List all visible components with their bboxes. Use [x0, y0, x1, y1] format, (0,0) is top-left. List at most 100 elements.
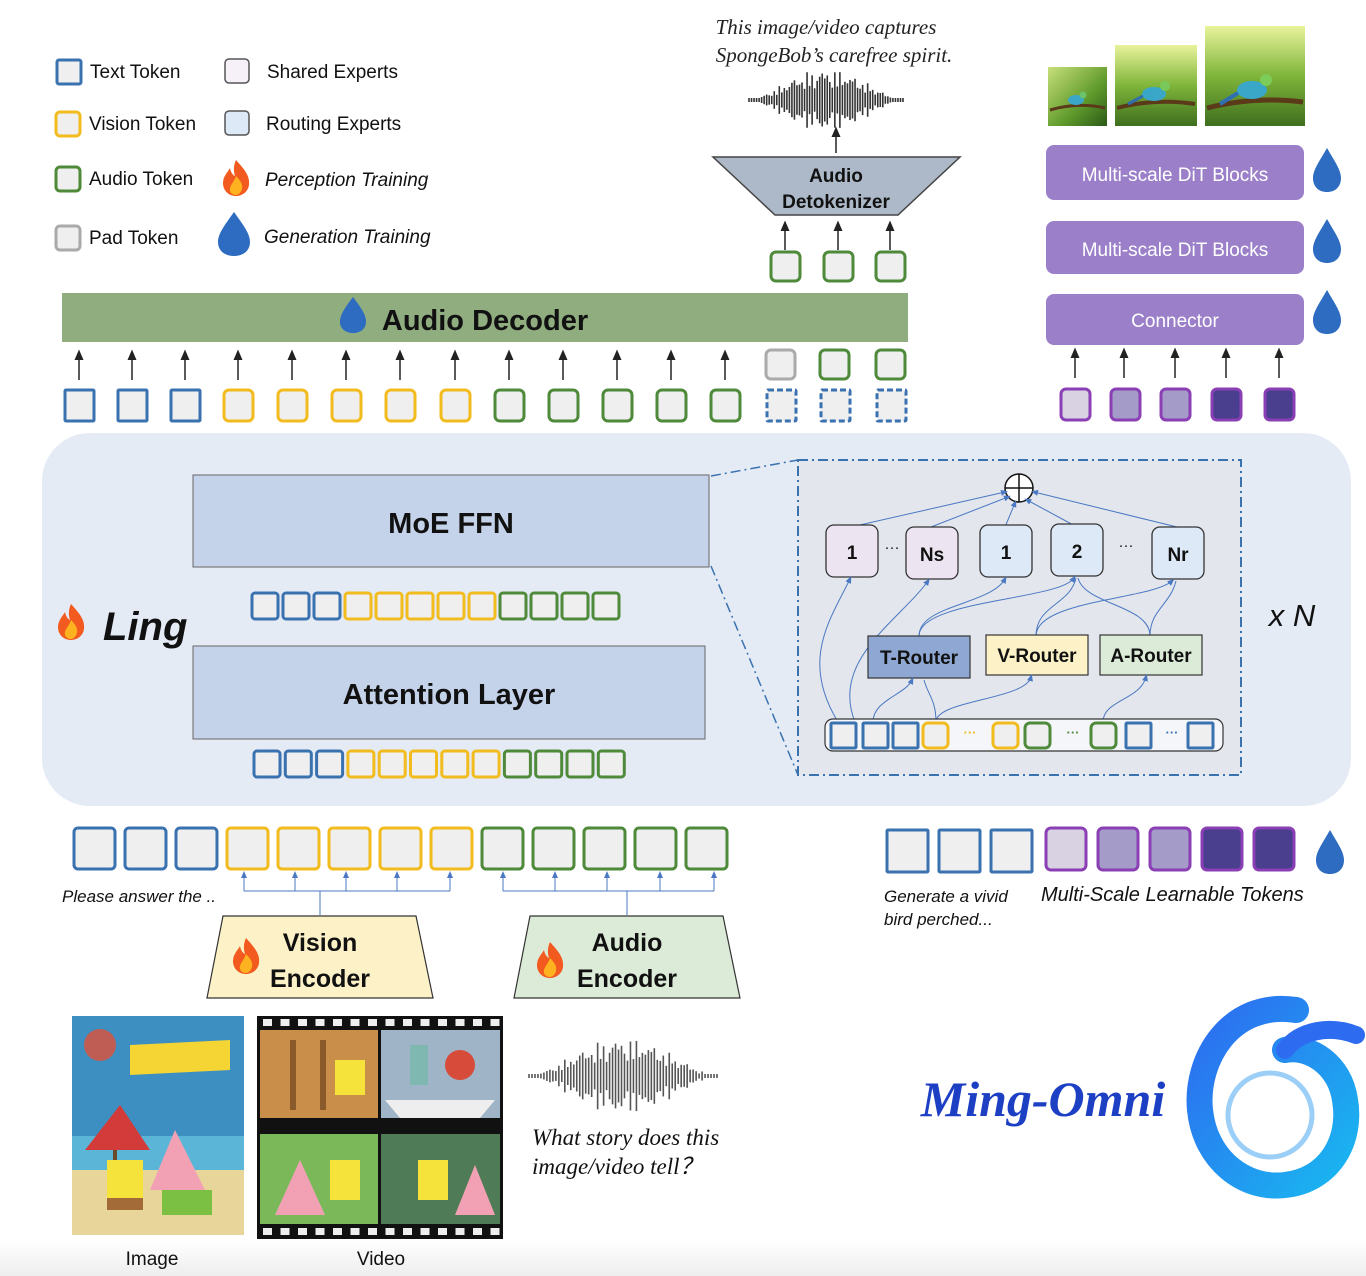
text-token: [63, 388, 96, 423]
text-token: [169, 388, 202, 423]
audio-output-branch: This image/video captures SpongeBob’s ca…: [711, 15, 962, 283]
legend-generation-training-label: Generation Training: [264, 227, 431, 248]
question-line2: image/video tell？: [532, 1154, 703, 1179]
expert-to-sum-arrows: [850, 489, 1178, 528]
audio-token: [560, 591, 590, 621]
audio-token: [822, 250, 855, 283]
generation-prompt-line1: Generate a vivid: [884, 887, 1008, 906]
audio-output-caption-line2: SpongeBob’s carefree spirit.: [716, 43, 953, 67]
vision-token: [384, 388, 417, 423]
audio-token: [769, 250, 802, 283]
text-prompt-label: Please answer the ..: [62, 887, 216, 906]
dit-block-top: [1046, 145, 1304, 200]
routing-expert-2-label: 2: [1072, 542, 1083, 563]
vision-token: [346, 749, 376, 779]
learnable-token: [1159, 387, 1192, 422]
connector-input-arrows: [1070, 347, 1284, 378]
repeat-n-label: x N: [1267, 598, 1316, 633]
vision-token: [276, 388, 309, 423]
shared-expert-ellipsis: ···: [885, 539, 900, 556]
question-line1: What story does this: [532, 1125, 719, 1150]
text-token: [829, 721, 858, 750]
shared-expert-ns-label: Ns: [920, 545, 944, 566]
audio-token: [565, 749, 595, 779]
vision-token: [429, 826, 474, 871]
vision-token: [225, 826, 270, 871]
routing-expert-ellipsis: ···: [1119, 537, 1134, 554]
audio-token: [874, 348, 907, 381]
vision-token: [439, 388, 472, 423]
legend-text-token-swatch: [55, 58, 83, 86]
vision-token: [377, 749, 407, 779]
audio-encoder-fanout: [500, 871, 717, 915]
audio-token: [493, 388, 526, 423]
text-token: [252, 749, 282, 779]
legend-vision-token-swatch: [54, 110, 82, 138]
vision-token: [471, 749, 501, 779]
text-token: [989, 828, 1034, 874]
input-token-row: [72, 826, 729, 871]
vision-token: [467, 591, 497, 621]
routing-expert-nr-label: Nr: [1167, 545, 1189, 566]
legend-routing-experts-label: Routing Experts: [266, 114, 401, 135]
vision-token: [436, 591, 466, 621]
a-router: [1099, 634, 1203, 676]
input-image-thumbnail: [72, 1016, 244, 1235]
image-label-overlay: Image: [126, 1249, 179, 1270]
attention-layer-label: Attention Layer: [343, 679, 556, 711]
audio-token: [591, 591, 621, 621]
vision-token: [440, 749, 470, 779]
vision-token: [374, 591, 404, 621]
learnable-token: [1044, 826, 1088, 872]
audio-token: [655, 388, 688, 423]
bottom-shade: [0, 1240, 1366, 1276]
text-token: [875, 388, 908, 423]
ling-mid-token-row: [250, 591, 621, 621]
vision-token: [921, 721, 950, 750]
moe-ffn-block: [192, 474, 710, 568]
token-ellipsis: ···: [1067, 725, 1080, 740]
text-token: [72, 826, 117, 871]
moe-ffn-label: MoE FFN: [388, 508, 514, 540]
t-router-label: T-Router: [880, 648, 959, 669]
legend: Text Token Vision Token Audio Token Pad …: [54, 58, 431, 256]
connector-input-token-row: [1059, 387, 1296, 422]
audio-detokenizer-label-line2: Detokenizer: [782, 192, 890, 213]
audio-token: [502, 749, 532, 779]
sum-icon: [1004, 473, 1034, 503]
token-to-router-arrows: [872, 674, 1148, 723]
zoom-line-top: [710, 459, 799, 477]
t-router: [867, 635, 971, 679]
audio-encoder-label-line1: Audio: [592, 929, 663, 957]
decoder-input-token-row: [63, 348, 908, 423]
legend-vision-token-label: Vision Token: [89, 114, 196, 135]
text-token: [819, 388, 852, 423]
text-token: [861, 721, 890, 750]
audio-token: [709, 388, 742, 423]
dit-block-bottom-label: Multi-scale DiT Blocks: [1082, 240, 1269, 261]
legend-text-token-label: Text Token: [90, 62, 180, 83]
decoder-input-arrows: [74, 349, 730, 380]
shared-expert-1-label: 1: [847, 543, 858, 564]
vision-encoder-block: [206, 915, 434, 999]
audio-token: [498, 591, 528, 621]
audio-token: [633, 826, 678, 871]
audio-token: [547, 388, 580, 423]
text-token: [315, 749, 345, 779]
output-waveform-icon: [748, 72, 904, 128]
audio-detokenizer-block: [711, 156, 962, 216]
vision-token: [222, 388, 255, 423]
generated-bird-image-large: [1205, 26, 1305, 126]
vision-token: [991, 721, 1020, 750]
audio-token: [1089, 721, 1118, 750]
vision-token: [343, 591, 373, 621]
video-label-overlay: Video: [357, 1249, 405, 1270]
audio-token: [531, 826, 576, 871]
text-token: [174, 826, 219, 871]
routing-expert-2: [1050, 523, 1104, 577]
text-token: [1186, 721, 1215, 750]
text-token: [116, 388, 149, 423]
vision-token: [405, 591, 435, 621]
shared-expert-ns: [905, 526, 959, 580]
